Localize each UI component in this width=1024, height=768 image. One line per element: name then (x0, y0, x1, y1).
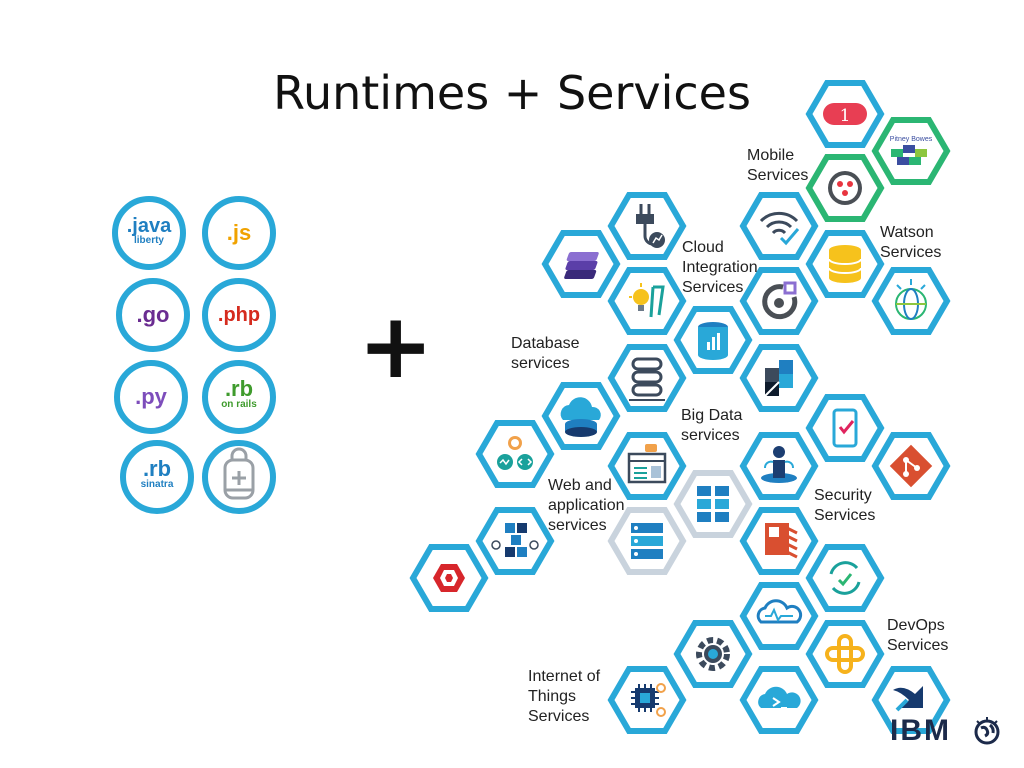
plug-icon (611, 195, 683, 257)
web-page-icon (611, 435, 683, 497)
category-line: Security (814, 487, 872, 504)
category-label-security: Security Services (814, 486, 875, 526)
runtime-java: .java liberty (112, 196, 186, 270)
category-label-web-app: Web and application services (548, 476, 625, 536)
runtime-custom (202, 440, 276, 514)
server-list-icon (611, 510, 683, 572)
server-rack-icon (677, 473, 749, 535)
runtime-rails-label: .rb (224, 376, 254, 401)
cloud-monitor-icon (743, 585, 815, 647)
runtime-py: .py (114, 360, 188, 434)
svg-text:1: 1 (840, 106, 851, 126)
secure-gateway-icon (743, 510, 815, 572)
cubes-icon (743, 347, 815, 409)
stack-icon (611, 347, 683, 409)
gear-icon (677, 623, 749, 685)
chip-icon (611, 669, 683, 731)
category-line: Things (528, 688, 577, 705)
cloud-db-icon (545, 385, 617, 447)
watson-globe-icon (875, 270, 947, 332)
wifi-check-icon (743, 195, 815, 257)
category-line: Services (682, 279, 744, 296)
category-line: Services (880, 244, 942, 261)
gauge-icon (743, 270, 815, 332)
runtime-go: .go (116, 278, 190, 352)
category-label-watson: Watson Services (880, 223, 941, 263)
category-label-devops: DevOps Services (887, 616, 948, 656)
category-line: Watson (880, 224, 934, 241)
sync-icon (809, 547, 881, 609)
box-network-icon (479, 510, 551, 572)
blue-cylinder-icon (677, 309, 749, 371)
globe-icon (974, 717, 1000, 745)
category-line: services (681, 427, 740, 444)
pitney-bowes-label: Pitney Bowes (890, 136, 933, 143)
category-line: services (548, 517, 607, 534)
plus-sign: + (358, 294, 434, 399)
runtime-rails-sublabel: on rails (221, 399, 257, 410)
runtime-php: .php (202, 278, 276, 352)
runtime-java-sublabel: liberty (133, 235, 164, 246)
category-line: Web and (548, 477, 612, 494)
fountain-icon (743, 435, 815, 497)
runtime-py-label: .py (135, 384, 167, 409)
runtime-js-label: .js (226, 220, 252, 245)
category-line: Services (814, 507, 876, 524)
search-code-icon (479, 423, 551, 485)
category-label-mobile: Mobile Services (747, 146, 808, 186)
category-label-big-data: Big Data services (681, 406, 742, 446)
runtime-sinatra-label: .rb (142, 456, 172, 481)
badge-one-icon: 1 (809, 83, 881, 145)
category-line: services (511, 355, 570, 372)
runtime-sinatra: .rb sinatra (120, 440, 194, 514)
category-line: application (548, 497, 625, 514)
runtime-java-label: .java (126, 215, 172, 237)
runtime-go-label: .go (136, 302, 170, 327)
category-line: Services (887, 637, 949, 654)
ibm-logo: IBM (890, 714, 951, 747)
runtime-php-label: .php (217, 304, 261, 326)
cloud-terminal-icon (743, 669, 815, 731)
category-line: Integration (682, 259, 758, 276)
category-line: Mobile (747, 147, 795, 164)
pipeline-icon (809, 623, 881, 685)
category-label-database: Database services (511, 334, 580, 374)
category-line: Big Data (681, 407, 743, 424)
push-dots-icon (809, 157, 881, 219)
lightbulb-icon (611, 270, 683, 332)
purple-layers-icon (545, 233, 617, 295)
red-spiral-icon (413, 547, 485, 609)
git-icon (875, 435, 947, 497)
slide-title: Runtimes + Services (273, 66, 751, 120)
backpack-icon (223, 447, 255, 500)
runtime-js: .js (202, 196, 276, 270)
category-line: Cloud (682, 239, 724, 256)
category-line: Services (528, 708, 590, 725)
category-line: Services (747, 167, 809, 184)
deploy-icon (875, 669, 947, 731)
category-line: Database (511, 335, 580, 352)
phone-check-icon (809, 397, 881, 459)
pitney-bowes-icon: Pitney Bowes (875, 120, 947, 182)
category-label-iot: Internet of Things Services (528, 667, 600, 727)
database-gold-icon (809, 233, 881, 295)
runtime-rails: .rb on rails (202, 360, 276, 434)
category-label-cloud-integration: Cloud Integration Services (682, 238, 758, 298)
category-line: Internet of (528, 668, 601, 685)
category-line: DevOps (887, 617, 945, 634)
runtime-sinatra-sublabel: sinatra (140, 479, 174, 490)
